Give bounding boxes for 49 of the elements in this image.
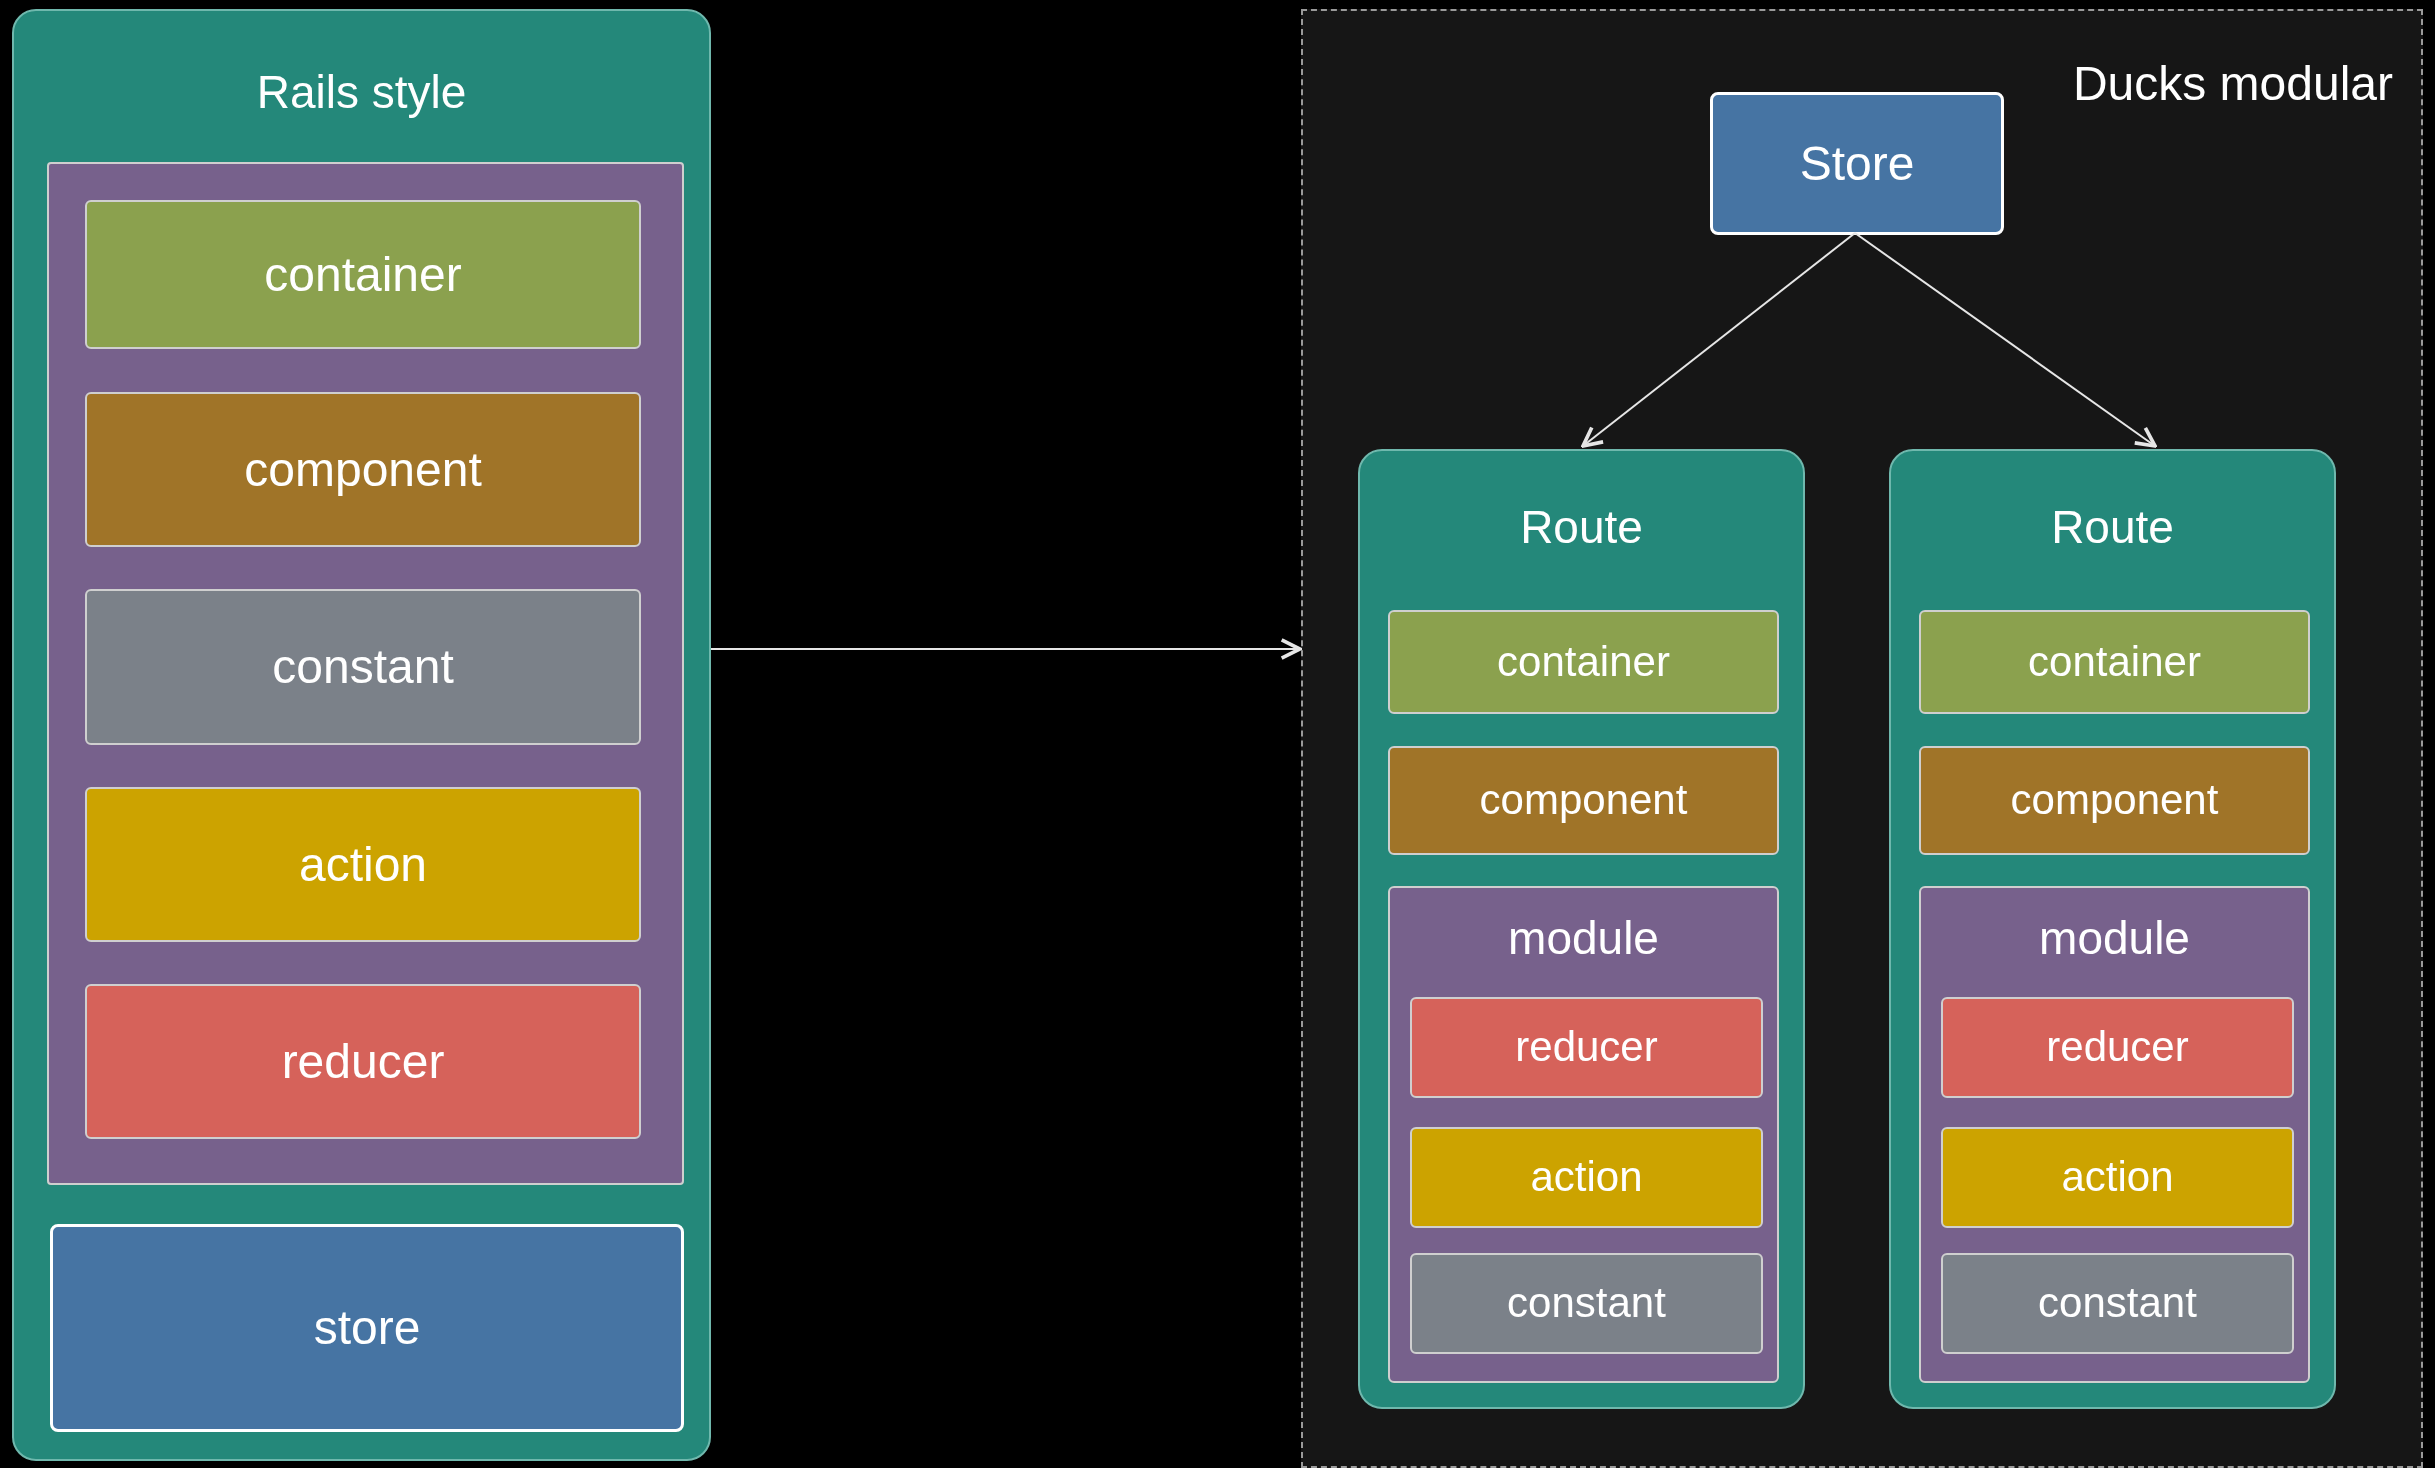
item-box: [85, 787, 641, 942]
store-box: [50, 1224, 684, 1432]
group-box: [47, 162, 684, 1185]
item-label: action: [2061, 1152, 2174, 1203]
item-label: constant: [1507, 1278, 1666, 1329]
item-box: [85, 200, 641, 349]
panel-title: module: [1508, 915, 1659, 961]
panel-title: module: [2039, 915, 2190, 961]
item-box: [1941, 997, 2294, 1098]
arrow: [1581, 232, 1856, 448]
item-box: [1919, 746, 2310, 855]
item-label: constant: [272, 639, 454, 695]
item-label: component: [1479, 775, 1688, 826]
panel: [12, 9, 711, 1461]
item-label: Store: [1799, 135, 1915, 192]
item-box: [85, 589, 641, 745]
item-box: [85, 392, 641, 547]
item-label: reducer: [281, 1033, 445, 1090]
item-label: component: [2010, 775, 2219, 826]
item-box: [1388, 610, 1779, 714]
item-label: store: [313, 1300, 421, 1356]
dashed-frame: [1301, 9, 2423, 1468]
item-label: action: [1530, 1152, 1643, 1203]
arrow: [710, 638, 1302, 660]
item-label: component: [244, 441, 482, 498]
item-label: container: [2028, 636, 2201, 687]
store-box: [1710, 92, 2004, 235]
item-box: [1941, 1253, 2294, 1354]
route-panel: [1889, 449, 2336, 1409]
item-box: [1410, 1253, 1763, 1354]
panel-title: Route: [2051, 504, 2174, 550]
item-label: reducer: [1515, 1022, 1658, 1073]
item-box: [1410, 997, 1763, 1098]
module-box: [1388, 886, 1779, 1383]
item-box: [1410, 1127, 1763, 1228]
panel-title: Route: [1520, 504, 1643, 550]
item-label: action: [298, 836, 428, 893]
item-label: container: [264, 246, 462, 303]
panel-title: Ducks modular: [2072, 60, 2393, 108]
route-panel: [1358, 449, 1805, 1409]
module-box: [1919, 886, 2310, 1383]
item-label: reducer: [2046, 1022, 2189, 1073]
item-label: constant: [2038, 1278, 2197, 1329]
item-box: [1388, 746, 1779, 855]
item-box: [85, 984, 641, 1139]
arrow: [1854, 232, 2157, 448]
item-box: [1919, 610, 2310, 714]
item-label: container: [1497, 636, 1670, 687]
item-box: [1941, 1127, 2294, 1228]
